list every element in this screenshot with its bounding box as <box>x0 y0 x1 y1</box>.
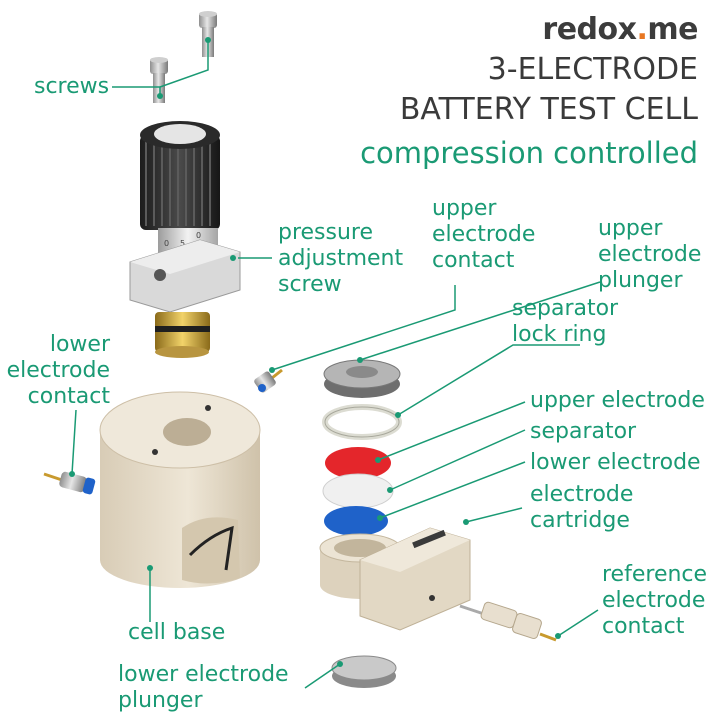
label-screws: screws <box>34 74 110 99</box>
label-lower-electrode-plunger: lower electrode plunger <box>118 662 289 713</box>
micrometer-scale-1: 5 <box>180 239 185 248</box>
leader-dots <box>69 37 561 667</box>
separator-disc <box>322 473 394 509</box>
brand-logo: redox.me <box>542 12 698 47</box>
title-line-3: compression controlled <box>360 136 698 170</box>
cell-base <box>99 391 261 588</box>
label-upper-electrode-plunger: upper electrode plunger <box>598 216 702 293</box>
label-pressure-adjustment-screw: pressure adjustment screw <box>278 220 404 297</box>
label-upper-electrode-contact: upper electrode contact <box>432 196 536 273</box>
upper-electrode-disc <box>325 447 391 479</box>
electrode-cartridge <box>319 527 471 631</box>
label-lower-electrode: lower electrode <box>530 450 701 475</box>
separator-lock-ring <box>322 404 402 440</box>
label-separator: separator <box>530 419 637 444</box>
label-upper-electrode: upper electrode <box>530 388 705 413</box>
label-separator-lock-ring: separator lock ring <box>512 296 619 347</box>
label-electrode-cartridge: electrode cartridge <box>530 482 634 533</box>
lower-electrode-plunger <box>331 655 397 688</box>
lower-electrode-disc <box>324 506 388 536</box>
screw-left <box>150 57 168 103</box>
title-line-1: 3-ELECTRODE <box>487 52 698 87</box>
leader-lines <box>71 40 601 689</box>
title-line-2: BATTERY TEST CELL <box>399 92 698 127</box>
label-lower-electrode-contact: lower electrode contact <box>6 332 110 409</box>
lower-electrode-contact <box>43 471 96 495</box>
pressure-adjustment-screw: 0 5 0 5 10 <box>129 121 241 358</box>
label-cell-base: cell base <box>128 620 226 645</box>
reference-electrode-contact <box>459 601 557 642</box>
upper-electrode-contact <box>254 368 283 393</box>
upper-electrode-plunger <box>323 359 401 398</box>
micrometer-scale-2: 0 <box>196 231 201 240</box>
micrometer-scale-0: 0 <box>164 239 169 248</box>
label-reference-electrode-contact: reference electrode contact <box>602 562 708 639</box>
